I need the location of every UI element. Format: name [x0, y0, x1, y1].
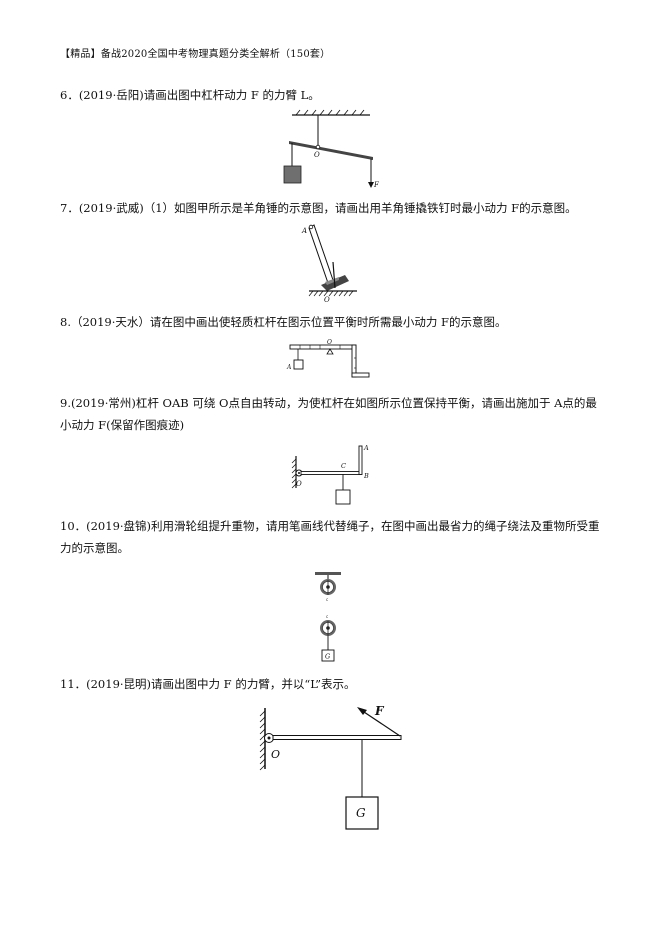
- q7-point-a-label: A: [301, 227, 307, 235]
- q8-weight-block: [293, 359, 304, 370]
- question-8-text: 8.（2019·天水）请在图中画出使轻质杠杆在图示位置平衡时所需最小动力 F的示…: [60, 315, 507, 329]
- q8-end-label: A: [286, 364, 292, 371]
- q8-pivot-label: O: [327, 339, 332, 346]
- q10-ceiling: [315, 572, 341, 575]
- q11-weight-label: G: [356, 806, 366, 820]
- figure-q11: O F G: [255, 703, 415, 833]
- figure-q8: O A: [285, 338, 375, 378]
- q6-force-label: F: [373, 181, 380, 189]
- q11-pivot-label: O: [271, 748, 280, 761]
- svg-text:c: c: [326, 597, 328, 602]
- q9-point-c-label: C: [341, 462, 346, 470]
- q9-weight-block: [335, 489, 351, 505]
- question-6-text: 6．(2019·岳阳)请画出图中杠杆动力 F 的力臂 L。: [60, 88, 320, 102]
- question-11-text: 11．(2019·昆明)请画出图中力 F 的力臂，并以“L”表示。: [60, 677, 356, 691]
- figure-q10: c c G: [310, 570, 350, 665]
- question-9-text: 9.(2019·常州)杠杆 OAB 可绕 O点自由转动，为使杠杆在如图所示位置保…: [60, 396, 597, 432]
- q9-pivot-label: O: [296, 480, 302, 488]
- q10-weight-block: [321, 649, 335, 662]
- figure-q6: O F: [270, 109, 390, 195]
- q9-point-b-label: B: [363, 472, 369, 480]
- q6-weight-block: [283, 165, 302, 184]
- page-header: 【精品】备战2020全国中考物理真题分类全解析（150套）: [60, 49, 331, 60]
- question-7-text: 7．(2019·武威)（1）如图甲所示是羊角锤的示意图，请画出用羊角锤撬铁钉时最…: [60, 201, 577, 215]
- question-10-text: 10．(2019·盘锦)利用滑轮组提升重物，请用笔画线代替绳子，在图中画出最省力…: [60, 519, 600, 555]
- q9-point-a-label: A: [363, 444, 369, 452]
- q7-pivot-label: O: [324, 296, 330, 304]
- q11-weight-block: [345, 796, 379, 830]
- q10-weight-label: G: [325, 653, 330, 661]
- q11-force-label: F: [374, 704, 385, 718]
- figure-q7: A O: [295, 222, 370, 304]
- svg-text:c: c: [326, 614, 328, 619]
- figure-q9: O A B C: [288, 442, 378, 512]
- q6-pivot-label: O: [314, 151, 320, 159]
